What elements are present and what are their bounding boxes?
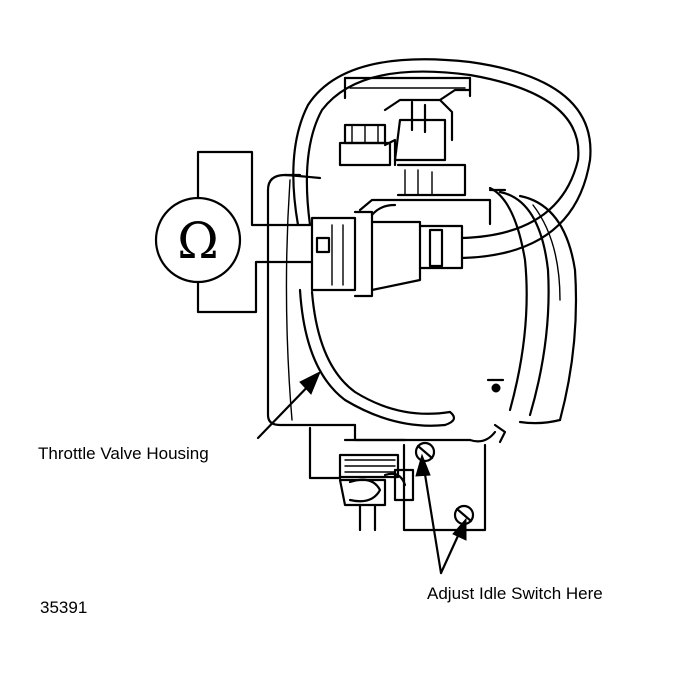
figure-number: 35391 (40, 598, 87, 617)
ohmmeter: Ω (154, 196, 242, 284)
adjust-leader-arrows (415, 453, 467, 575)
electrical-connector (310, 198, 492, 298)
adjust-idle-label: Adjust Idle Switch Here (427, 584, 603, 603)
ohm-symbol: Ω (177, 212, 218, 270)
throttle-housing-label: Throttle Valve Housing (38, 444, 209, 463)
throttle-valve-housing (266, 76, 578, 532)
ohmmeter-leads (196, 150, 314, 314)
housing-leader-arrow (256, 370, 321, 440)
wiring-harness-loop (292, 58, 592, 427)
idle-switch-screw-upper (414, 441, 436, 463)
